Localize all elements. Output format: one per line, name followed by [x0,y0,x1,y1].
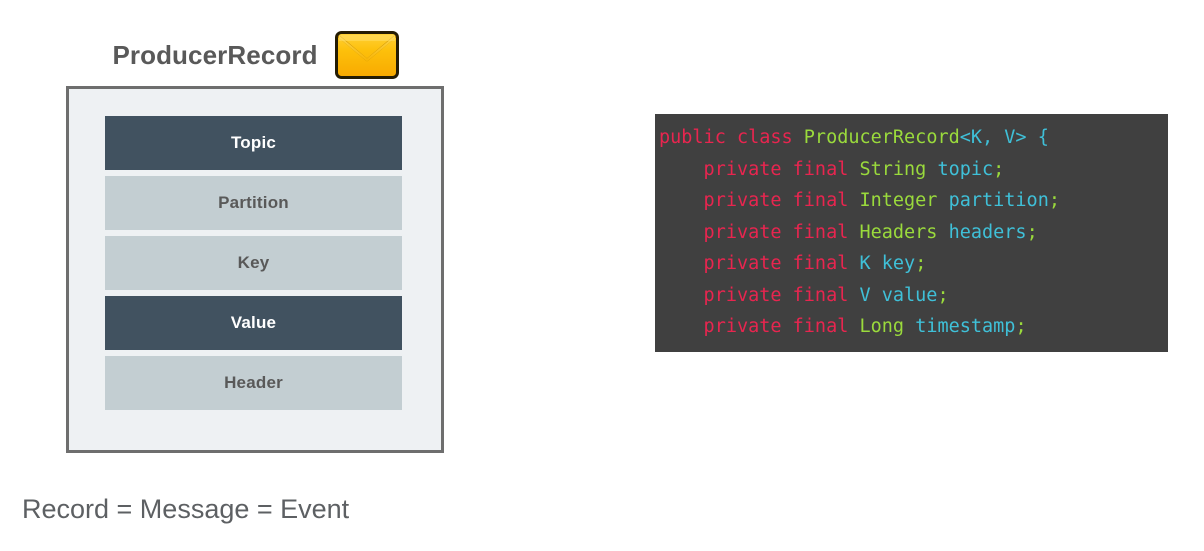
code-line: private final K key; [655,248,1168,280]
code-token: private final [659,253,860,274]
code-token: headers [948,221,1027,243]
code-token: ; [1048,190,1060,211]
code-line: private final Long timestamp; [655,311,1168,343]
code-token: ProducerRecord [803,127,960,148]
code-token: Long [859,316,916,337]
record-title-row: ProducerRecord [66,27,446,83]
code-block: public class ProducerRecord<K, V> { priv… [655,114,1168,352]
record-row-topic[interactable]: Topic [105,116,402,170]
code-line: private final Integer partition; [655,185,1168,217]
record-row-header[interactable]: Header [105,356,402,410]
code-token: ; [993,158,1005,180]
code-token: String [859,158,938,180]
producer-record-diagram: ProducerRecord [0,0,520,551]
record-field-list: Topic Partition Key Value Header [105,116,402,410]
code-token: ; [937,284,949,306]
record-row-partition[interactable]: Partition [105,176,402,230]
code-token: private final [659,221,860,243]
code-token: timestamp [915,316,1016,337]
code-token: partition [948,190,1049,211]
page-title: ProducerRecord [112,39,318,70]
code-token: public class [659,127,804,148]
code-token: ; [1015,316,1027,337]
code-line: public class ProducerRecord<K, V> { [655,122,1168,154]
record-row-key[interactable]: Key [105,236,402,290]
code-token: private final [659,316,860,337]
code-token: ; [1026,221,1038,243]
code-token: private final [659,158,860,180]
code-token: private final [659,190,860,211]
code-token: ; [915,253,927,274]
record-caption: Record = Message = Event [22,494,350,524]
code-line: private final V value; [655,280,1168,312]
code-lines: public class ProducerRecord<K, V> { priv… [655,122,1168,343]
code-line: private final Headers headers; [655,217,1168,249]
code-token: Headers [859,221,949,243]
code-token: K key [859,253,916,274]
code-token: private final [659,284,860,306]
code-token: <K, V> { [959,127,1049,148]
code-token: V value [859,284,938,306]
record-row-value[interactable]: Value [105,296,402,350]
code-line: private final String topic; [655,154,1168,186]
envelope-icon [334,30,400,80]
code-token: Integer [859,190,949,211]
code-token: topic [937,158,994,180]
